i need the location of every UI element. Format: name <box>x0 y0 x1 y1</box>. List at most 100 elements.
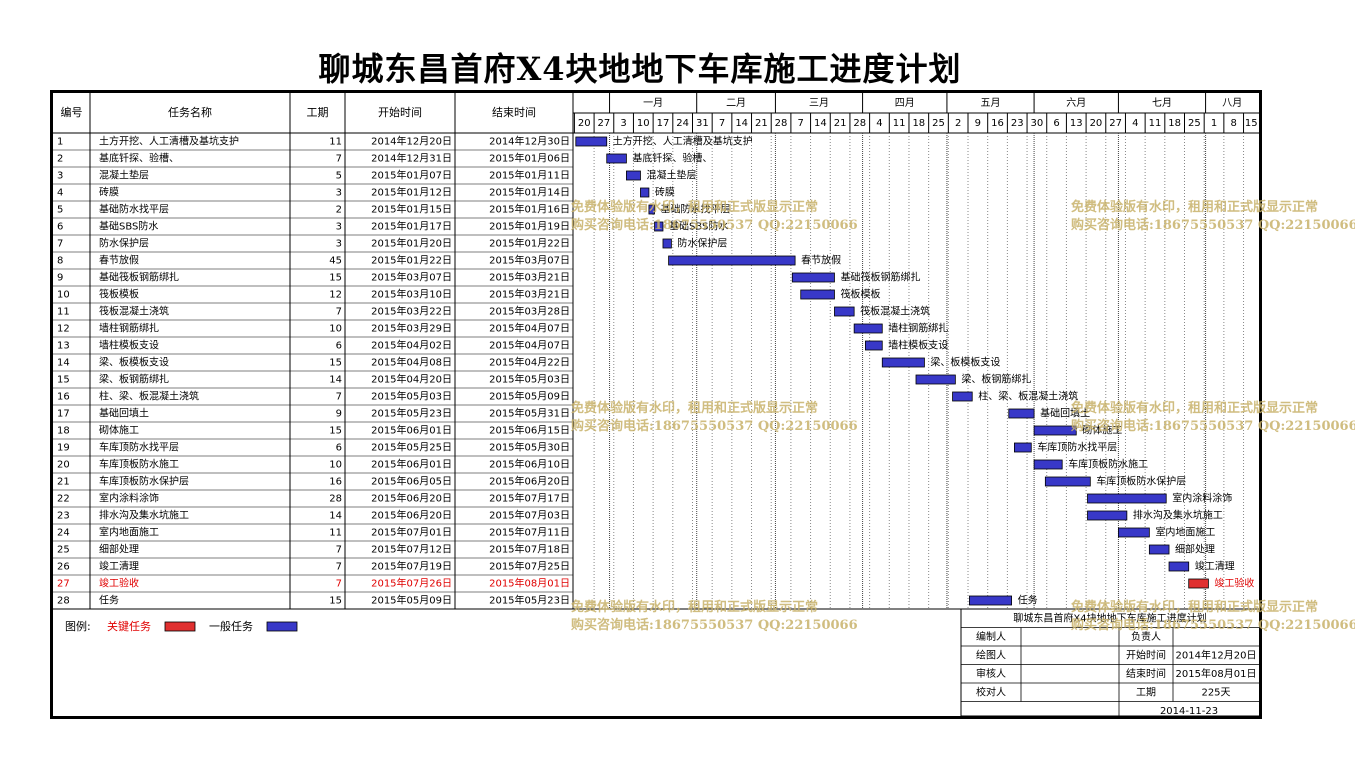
week-tick-label: 17 <box>657 118 670 129</box>
task-name: 柱、梁、板混凝土浇筑 <box>99 390 199 403</box>
task-id: 12 <box>57 324 70 335</box>
task-end: 2015年04月07日 <box>489 322 570 335</box>
task-end: 2015年06月20日 <box>489 475 570 488</box>
task-id: 23 <box>57 511 70 522</box>
task-name: 梁、板钢筋绑扎 <box>99 373 169 386</box>
task-id: 20 <box>57 460 70 471</box>
task-duration: 10 <box>329 460 342 471</box>
task-bar <box>1188 578 1209 589</box>
task-end: 2015年05月09日 <box>489 390 570 403</box>
task-name: 基础SBS防水 <box>99 220 158 233</box>
week-tick-label: 23 <box>1011 118 1024 129</box>
task-start: 2014年12月31日 <box>371 152 452 165</box>
task-end: 2015年07月18日 <box>489 543 570 556</box>
task-start: 2015年06月01日 <box>371 424 452 437</box>
task-duration: 7 <box>336 392 342 403</box>
task-name: 春节放假 <box>99 254 139 267</box>
info-left-label: 绘图人 <box>976 648 1006 661</box>
task-start: 2014年12月20日 <box>371 135 452 148</box>
week-tick-label: 25 <box>1188 118 1201 129</box>
task-bar <box>834 306 855 317</box>
week-tick-label: 18 <box>1168 118 1181 129</box>
week-tick-label: 6 <box>1053 118 1059 129</box>
column-header: 开始时间 <box>378 105 422 119</box>
task-start: 2015年06月05日 <box>371 475 452 488</box>
info-date: 2014-11-23 <box>1160 706 1218 716</box>
task-id: 16 <box>57 392 70 403</box>
task-bar <box>1008 408 1035 419</box>
task-duration: 11 <box>329 137 342 148</box>
task-duration: 3 <box>336 239 342 250</box>
info-start-value: 2014年12月20日 <box>1176 648 1257 661</box>
info-left-label: 审核人 <box>976 667 1006 680</box>
task-name: 墙柱钢筋绑扎 <box>99 322 159 335</box>
week-tick-label: 11 <box>1149 118 1162 129</box>
task-id: 19 <box>57 443 70 454</box>
task-name: 梁、板模板支设 <box>99 356 169 369</box>
task-id: 26 <box>57 562 70 573</box>
task-end: 2015年03月28日 <box>489 305 570 318</box>
task-start: 2015年01月20日 <box>371 237 452 250</box>
task-bar <box>952 391 973 402</box>
task-id: 7 <box>57 239 63 250</box>
task-end: 2015年04月22日 <box>489 356 570 369</box>
task-name: 基底钎探、验槽、 <box>99 152 179 165</box>
task-duration: 16 <box>329 477 342 488</box>
week-tick-label: 7 <box>719 118 725 129</box>
week-tick-label: 14 <box>735 118 748 129</box>
task-duration: 12 <box>329 290 342 301</box>
task-bar <box>1014 442 1032 453</box>
task-bar <box>668 255 796 266</box>
legend-critical-label: 关键任务 <box>107 619 151 633</box>
task-duration: 15 <box>329 273 342 284</box>
task-bar-label: 基础防水找平层 <box>661 203 731 216</box>
task-start: 2015年06月01日 <box>371 458 452 471</box>
task-id: 25 <box>57 545 70 556</box>
task-name: 防水保护层 <box>99 237 149 250</box>
task-name: 筏板模板 <box>99 288 139 301</box>
week-tick-label: 28 <box>853 118 866 129</box>
task-id: 13 <box>57 341 70 352</box>
task-duration: 14 <box>329 375 342 386</box>
task-end: 2015年05月23日 <box>489 594 570 607</box>
task-duration: 15 <box>329 426 342 437</box>
task-id: 27 <box>57 579 70 590</box>
task-bar-label: 筏板模板 <box>840 288 880 301</box>
task-name: 墙柱模板支设 <box>99 339 159 352</box>
task-bar-label: 春节放假 <box>801 254 841 267</box>
month-label: 五月 <box>981 97 1001 109</box>
week-tick-label: 28 <box>775 118 788 129</box>
task-id: 6 <box>57 222 63 233</box>
week-tick-label: 1 <box>1211 118 1217 129</box>
week-tick-label: 25 <box>932 118 945 129</box>
task-duration: 2 <box>336 205 342 216</box>
month-label: 六月 <box>1066 97 1086 109</box>
column-header: 编号 <box>61 105 83 119</box>
task-bar-label: 防水保护层 <box>677 237 727 250</box>
task-end: 2015年01月16日 <box>489 203 570 216</box>
task-start: 2015年03月29日 <box>371 322 452 335</box>
task-id: 11 <box>57 307 70 318</box>
task-name: 基础防水找平层 <box>99 203 169 216</box>
task-bar-label: 车库顶板防水保护层 <box>1096 475 1186 488</box>
task-bar-label: 细部处理 <box>1175 543 1215 556</box>
task-bar-label: 室内涂料涂饰 <box>1172 492 1232 505</box>
task-duration: 15 <box>329 596 342 607</box>
task-end: 2015年01月11日 <box>489 169 570 182</box>
task-start: 2015年05月03日 <box>371 390 452 403</box>
task-duration: 5 <box>336 171 342 182</box>
task-bar-label: 基底钎探、验槽、 <box>632 152 712 165</box>
info-owner-label: 负责人 <box>1131 630 1161 643</box>
column-header: 工期 <box>307 106 329 119</box>
task-bar-label: 任务 <box>1018 594 1038 607</box>
task-bar <box>654 221 664 232</box>
task-id: 15 <box>57 375 70 386</box>
task-end: 2015年04月07日 <box>489 339 570 352</box>
task-bar <box>1033 459 1063 470</box>
task-bar-label: 柱、梁、板混凝土浇筑 <box>978 390 1078 403</box>
task-bar <box>969 595 1012 606</box>
task-duration: 10 <box>329 324 342 335</box>
info-start-label: 开始时间 <box>1126 648 1166 661</box>
task-start: 2015年03月07日 <box>371 271 452 284</box>
task-name: 车库顶板防水保护层 <box>99 475 189 488</box>
